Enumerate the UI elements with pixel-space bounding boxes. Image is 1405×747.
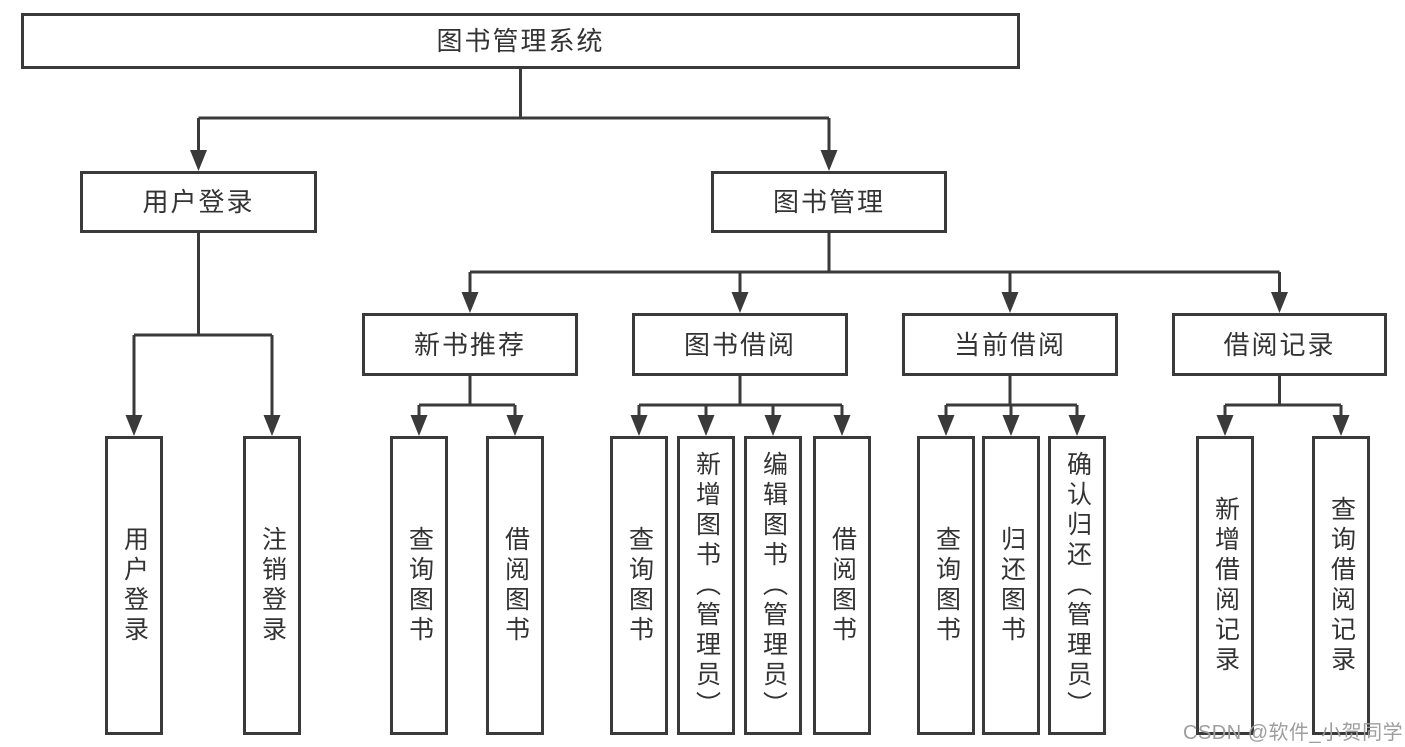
- node-current-borrowing: 当前借阅: [902, 313, 1118, 376]
- leaf-query-books: 查询图书: [610, 436, 668, 735]
- node-book-management: 图书管理: [711, 171, 947, 233]
- node-user-login: 用户登录: [80, 171, 317, 233]
- leaf-confirm-return-admin: 确认归还（管理员）: [1048, 436, 1106, 735]
- leaf-logout: 注销登录: [243, 436, 301, 735]
- leaf-edit-books-admin: 编辑图书（管理员）: [744, 436, 802, 735]
- leaf-borrow-books: 借阅图书: [813, 436, 871, 735]
- leaf-borrow-books: 借阅图书: [486, 436, 544, 735]
- leaf-user-login: 用户登录: [105, 436, 163, 735]
- csdn-watermark: CSDN @软件_小贺同学: [1183, 722, 1404, 744]
- node-book-borrowing: 图书借阅: [632, 313, 848, 376]
- leaf-add-books-admin: 新增图书（管理员）: [677, 436, 735, 735]
- leaf-query-borrow-record: 查询借阅记录: [1312, 436, 1370, 735]
- node-root-library-management-system: 图书管理系统: [21, 13, 1020, 69]
- node-borrowing-records: 借阅记录: [1172, 313, 1387, 376]
- node-new-book-recommendation: 新书推荐: [362, 313, 578, 376]
- leaf-query-books: 查询图书: [917, 436, 975, 735]
- leaf-return-books: 归还图书: [982, 436, 1040, 735]
- leaf-add-borrow-record: 新增借阅记录: [1196, 436, 1254, 735]
- leaf-query-books: 查询图书: [390, 436, 448, 735]
- arrowheads: [125, 150, 1350, 436]
